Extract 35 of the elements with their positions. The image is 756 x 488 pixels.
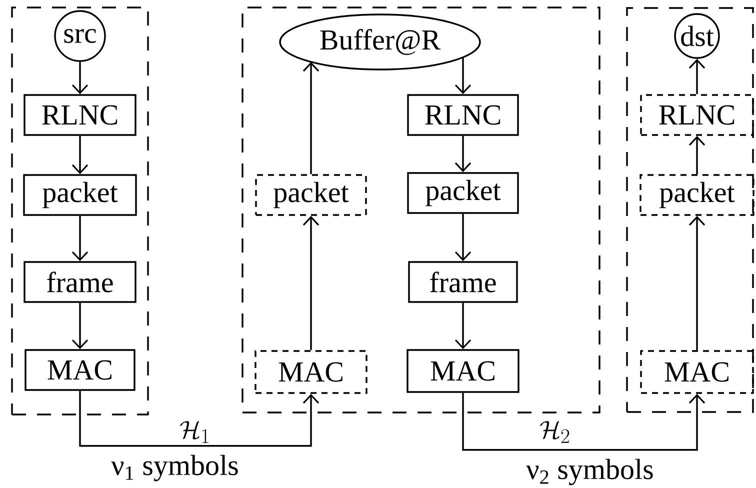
layer-box: RLNC bbox=[640, 94, 754, 136]
arrow bbox=[688, 216, 706, 350]
layer-box: packet bbox=[407, 172, 519, 214]
arrow bbox=[462, 392, 706, 451]
arrow bbox=[72, 216, 88, 262]
group-frame bbox=[242, 6, 600, 414]
arrow bbox=[454, 214, 472, 262]
arrow bbox=[72, 136, 88, 174]
layer-box: MAC bbox=[254, 350, 368, 394]
arrow bbox=[688, 58, 706, 94]
arrow bbox=[302, 62, 320, 174]
group-frame bbox=[626, 7, 754, 413]
layer-box: MAC bbox=[24, 349, 136, 391]
layer-box: frame bbox=[408, 261, 518, 303]
arrow bbox=[79, 390, 320, 447]
group-label: $\mathcal{H}_1$ bbox=[180, 421, 208, 443]
group-label: $\mathcal{H}_2$ bbox=[540, 421, 570, 443]
edge-label: ν$_{1}$ symbols bbox=[110, 454, 240, 482]
layer-box: packet bbox=[23, 174, 137, 216]
arrow bbox=[454, 57, 472, 94]
layer-box: packet bbox=[640, 174, 754, 216]
layer-box: MAC bbox=[640, 350, 754, 394]
arrow bbox=[72, 62, 88, 94]
arrow bbox=[72, 302, 88, 350]
layer-box: packet bbox=[255, 174, 367, 216]
layer-box: MAC bbox=[406, 349, 520, 393]
group-frame bbox=[11, 6, 149, 416]
layer-box: frame bbox=[24, 261, 136, 303]
arrow bbox=[302, 216, 320, 350]
arrow bbox=[688, 136, 706, 174]
arrow bbox=[454, 302, 472, 350]
layer-box: RLNC bbox=[24, 94, 136, 136]
edge-label: ν$_{2}$ symbols bbox=[525, 458, 655, 486]
arrow bbox=[454, 136, 472, 172]
layer-box: RLNC bbox=[407, 94, 519, 136]
